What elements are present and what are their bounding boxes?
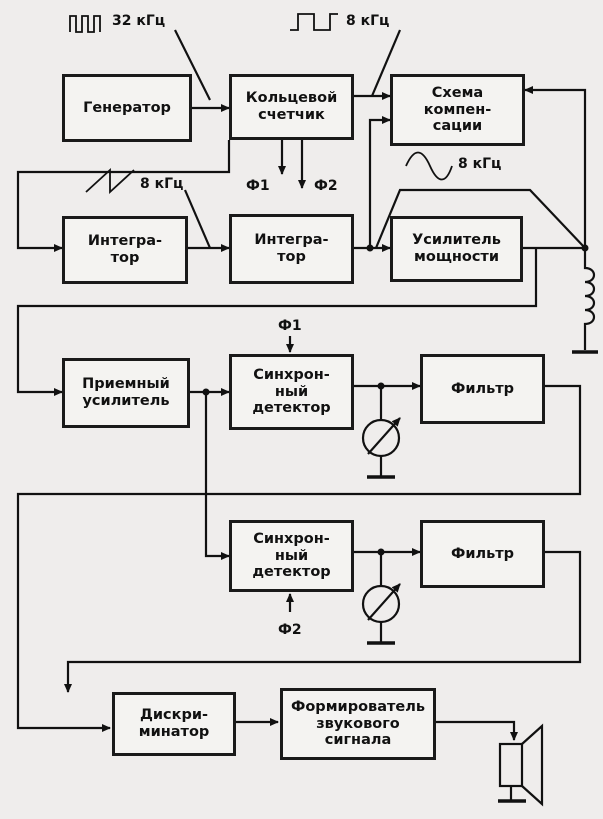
wire-shaper-speaker [436, 720, 518, 741]
freq-32khz-label: 32 кГц [112, 13, 166, 29]
wire-counter-integrator1 [16, 140, 231, 252]
wire-filter2-discriminator [64, 550, 582, 693]
speaker-body [498, 742, 524, 788]
wire-coil-compensation [524, 86, 587, 248]
phase-f1-counter-label: Ф1 [246, 178, 270, 194]
phase-f2-detector-label: Ф2 [278, 622, 302, 638]
freq-8khz-sine-label: 8 кГц [458, 156, 502, 172]
coil-inductor [583, 248, 596, 350]
freq-8khz-square-label: 8 кГц [346, 13, 390, 29]
square-8khz-icon [290, 13, 338, 31]
wire-32khz-pointer [174, 29, 211, 101]
phase-f1-detector-label: Ф1 [278, 318, 302, 334]
wire-triangle-pointer [183, 189, 212, 249]
integrator-2-block: Интегра- тор [229, 214, 354, 284]
sync-detector-1-block: Синхрон- ный детектор [229, 354, 354, 430]
discriminator-block: Дискри- минатор [112, 692, 236, 756]
pulse-32khz-icon [69, 15, 101, 33]
integrator-1-block: Интегра- тор [62, 216, 188, 284]
ring-counter-block: Кольцевой счетчик [229, 74, 354, 140]
wire-compensation-receiveamp [16, 248, 538, 396]
wire-filter1-discriminator [16, 384, 582, 732]
triangle-8khz-icon [85, 167, 135, 195]
receive-amp-block: Приемный усилитель [62, 358, 190, 428]
wire-receiveamp-detector2 [204, 392, 230, 560]
meter-1-needle [367, 417, 401, 455]
wire-int2-compensation [368, 116, 391, 248]
sync-detector-2-block: Синхрон- ный детектор [229, 520, 354, 592]
sound-shaper-block: Формирователь звукового сигнала [280, 688, 436, 760]
generator-block: Генератор [62, 74, 192, 142]
freq-8khz-triangle-label: 8 кГц [140, 176, 184, 192]
wire-8khz-pointer [370, 29, 402, 97]
filter-1-block: Фильтр [420, 354, 545, 424]
speaker-cone [521, 723, 544, 807]
meter-2-needle [367, 583, 401, 621]
wire-sine-line [374, 188, 586, 249]
power-amp-block: Усилитель мощности [390, 216, 523, 282]
phase-f2-counter-label: Ф2 [314, 178, 338, 194]
filter-2-block: Фильтр [420, 520, 545, 588]
compensation-block: Схема компен- сации [390, 74, 525, 146]
sine-8khz-icon [405, 151, 453, 181]
